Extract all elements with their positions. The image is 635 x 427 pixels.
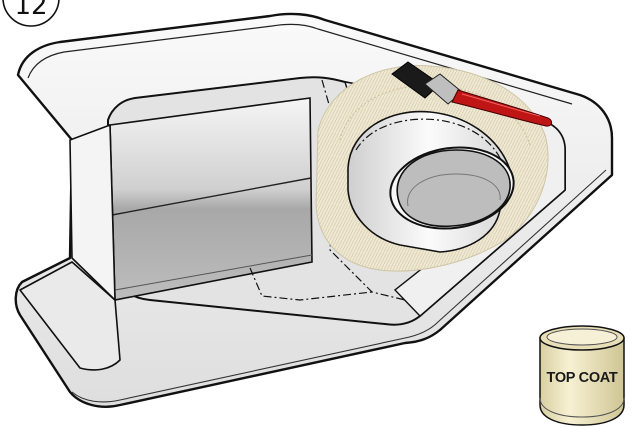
paint-brush-icon — [391, 61, 553, 127]
pipe-sleeve — [347, 110, 515, 253]
step-number: 12 — [14, 0, 47, 21]
step-number-badge: 12 — [2, 0, 60, 27]
paint-can-icon: TOP COAT — [539, 325, 625, 426]
paint-can-label: TOP COAT — [547, 370, 618, 386]
